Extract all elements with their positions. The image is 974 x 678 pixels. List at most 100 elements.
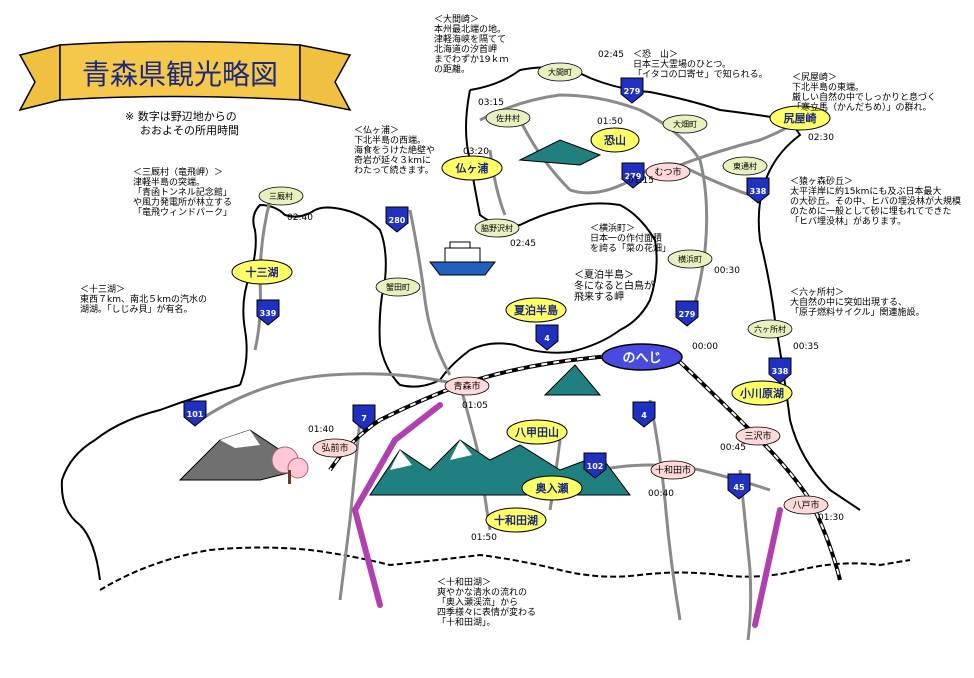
- place-label: 大間町: [548, 67, 572, 77]
- travel-time: 01:50: [471, 533, 497, 543]
- place-label: 蟹田町: [386, 282, 410, 292]
- city-marker[interactable]: 十和田市: [650, 460, 696, 480]
- note-text: ＜十三湖＞東西７km、南北５kmの汽水の湖湖。「しじみ貝」が有名。: [80, 283, 207, 315]
- attraction-label: 仏ヶ浦: [456, 161, 489, 175]
- subtitle-line1: ※ 数字は野辺地からの: [125, 109, 237, 123]
- city-label: 十和田市: [655, 464, 691, 476]
- note-text: ＜横浜町＞日本一の作付面積を誇る「菜の花畑」: [590, 222, 671, 254]
- route-number: 279: [624, 87, 641, 96]
- attraction-marker[interactable]: 恐山: [590, 127, 640, 153]
- attraction-label: 十三湖: [246, 265, 279, 279]
- travel-time: 01:50: [597, 117, 623, 127]
- noheji-label: のへじ: [622, 351, 661, 366]
- place-marker[interactable]: 脇野沢村: [474, 218, 520, 238]
- attraction-label: 小川原湖: [739, 386, 784, 400]
- attraction-marker[interactable]: 十三湖: [231, 259, 293, 285]
- attraction-label: 八甲田山: [514, 425, 559, 439]
- place-label: 脇野沢村: [481, 223, 513, 233]
- place-label: 三厩村: [269, 191, 293, 201]
- route-number: 338: [750, 187, 767, 196]
- place-marker[interactable]: 三厩村: [258, 186, 304, 206]
- note-shiriya: ＜尻屋崎＞下北半島の東端。厳しい自然の中でしっかりと息づく「寒立馬（かんだちめ）…: [792, 71, 936, 113]
- city-label: 八戸市: [792, 499, 819, 511]
- note-yokohama: ＜横浜町＞日本一の作付面積を誇る「菜の花畑」: [590, 222, 671, 254]
- note-text: ＜三厩村（竜飛岬）＞津軽半島の突端。「青函トンネル記念館」や風力発電所が林立する…: [133, 166, 232, 218]
- travel-time: 01:05: [462, 401, 488, 411]
- route-number: 7: [361, 414, 367, 423]
- route-number: 279: [625, 172, 642, 181]
- city-marker[interactable]: 弘前市: [312, 438, 358, 458]
- place-marker[interactable]: 東通村: [722, 156, 768, 176]
- ferry-ship-icon: [428, 241, 497, 276]
- city-marker[interactable]: むつ市: [645, 162, 691, 182]
- city-label: むつ市: [654, 166, 681, 178]
- place-marker[interactable]: 蟹田町: [375, 277, 421, 297]
- city-marker[interactable]: 青森市: [444, 376, 490, 396]
- travel-times: 02:4503:1501:5002:3003:2001:1502:4002:45…: [287, 50, 844, 543]
- city-marker[interactable]: 八戸市: [783, 495, 829, 515]
- place-marker[interactable]: 横浜町: [667, 249, 713, 269]
- route-shield-icon: 279: [621, 162, 645, 189]
- travel-time: 01:40: [308, 425, 334, 435]
- note-text: ＜尻屋崎＞下北半島の東端。厳しい自然の中でしっかりと息づく「寒立馬（かんだちめ）…: [792, 71, 936, 113]
- travel-time: 00:40: [648, 489, 674, 499]
- place-marker[interactable]: 佐井村: [485, 108, 531, 128]
- route-shield-icon: 101: [183, 400, 207, 427]
- noheji-marker[interactable]: のへじ: [601, 343, 683, 371]
- attraction-marker[interactable]: 小川原湖: [731, 380, 793, 406]
- city-label: 弘前市: [321, 442, 348, 454]
- note-towada: ＜十和田湖＞爽やかな清水の流れの「奥入瀬渓流」から四季様々に表情が変わる「十和田…: [437, 576, 536, 628]
- travel-time: 02:45: [598, 50, 624, 60]
- route-number: 338: [772, 367, 789, 376]
- attraction-marker[interactable]: 仏ヶ浦: [441, 155, 503, 181]
- subtitle-line2: おおよその所用時間: [140, 124, 239, 137]
- note-jusan: ＜十三湖＞東西７km、南北５kmの汽水の湖湖。「しじみ貝」が有名。: [80, 283, 207, 315]
- attraction-label: 尻屋崎: [784, 111, 817, 125]
- city-label: 三沢市: [744, 430, 771, 442]
- route-shield-icon: 279: [675, 300, 699, 327]
- route-number: 45: [733, 483, 745, 492]
- attraction-marker[interactable]: 尻屋崎: [769, 105, 831, 131]
- note-text: ＜恐 山＞日本三大霊場のひとつ。「イタコの口寄せ」で知られる。: [633, 49, 768, 80]
- route-shield-icon: 4: [535, 324, 559, 351]
- route-number: 339: [260, 309, 277, 318]
- place-marker[interactable]: 大畑町: [662, 114, 708, 134]
- attraction-marker[interactable]: 十和田湖: [485, 507, 547, 533]
- cherry-tree-icon: [271, 446, 309, 484]
- route-number: 102: [587, 462, 604, 471]
- route-shield-icon: 45: [727, 473, 751, 500]
- route-shield-icon: 102: [583, 452, 607, 479]
- route-number: 279: [679, 310, 696, 319]
- route-shield-icon: 339: [256, 299, 280, 326]
- attraction-label: 恐山: [604, 133, 626, 147]
- place-label: 横浜町: [678, 254, 702, 264]
- attraction-marker[interactable]: 奥入瀬: [521, 475, 583, 501]
- note-text: ＜仏ヶ浦＞下北半島の西端。海食をうけた絶壁や奇岩が延々３kmにわたって続きます。: [354, 124, 435, 176]
- place-marker[interactable]: 大間町: [537, 62, 583, 82]
- travel-time: 00:00: [692, 342, 718, 352]
- city-marker[interactable]: 三沢市: [735, 426, 781, 446]
- route-number: 280: [389, 216, 406, 225]
- route-number: 4: [641, 411, 647, 420]
- travel-time: 00:30: [714, 266, 740, 276]
- note-text: ＜大間崎＞本州最北端の地。津軽海峡を隔てて北海道の汐首岬までわずか19ｋｍの距離…: [434, 13, 508, 75]
- attraction-label: 奥入瀬: [535, 481, 569, 495]
- note-tappi: ＜三厩村（竜飛岬）＞津軽半島の突端。「青函トンネル記念館」や風力発電所が林立する…: [133, 166, 232, 218]
- note-natsudomari: ＜夏泊半島＞冬になると白鳥が飛来する岬: [574, 268, 654, 303]
- travel-time: 01:15: [628, 176, 654, 186]
- place-marker[interactable]: 六ヶ所村: [747, 319, 793, 339]
- title-banner: 青森県観光略図: [18, 40, 352, 112]
- attraction-marker[interactable]: 八甲田山: [506, 419, 568, 445]
- note-oma: ＜大間崎＞本州最北端の地。津軽海峡を隔てて北海道の汐首岬までわずか19ｋｍの距離…: [434, 13, 508, 75]
- route-shields: 279 279 280 338 339 4 279 7 101 102 4 45 338: [183, 77, 792, 500]
- travel-time: 02:40: [287, 213, 313, 223]
- note-text: ＜六ヶ所村＞大自然の中に突如出現する、「原子燃料サイクル」関連施設。: [790, 286, 925, 318]
- route-number: 101: [187, 410, 204, 419]
- travel-time: 03:20: [463, 147, 489, 157]
- attraction-marker[interactable]: 夏泊半島: [505, 297, 567, 323]
- shinkansen-lines: [351, 402, 783, 628]
- place-label: 東通村: [733, 161, 757, 171]
